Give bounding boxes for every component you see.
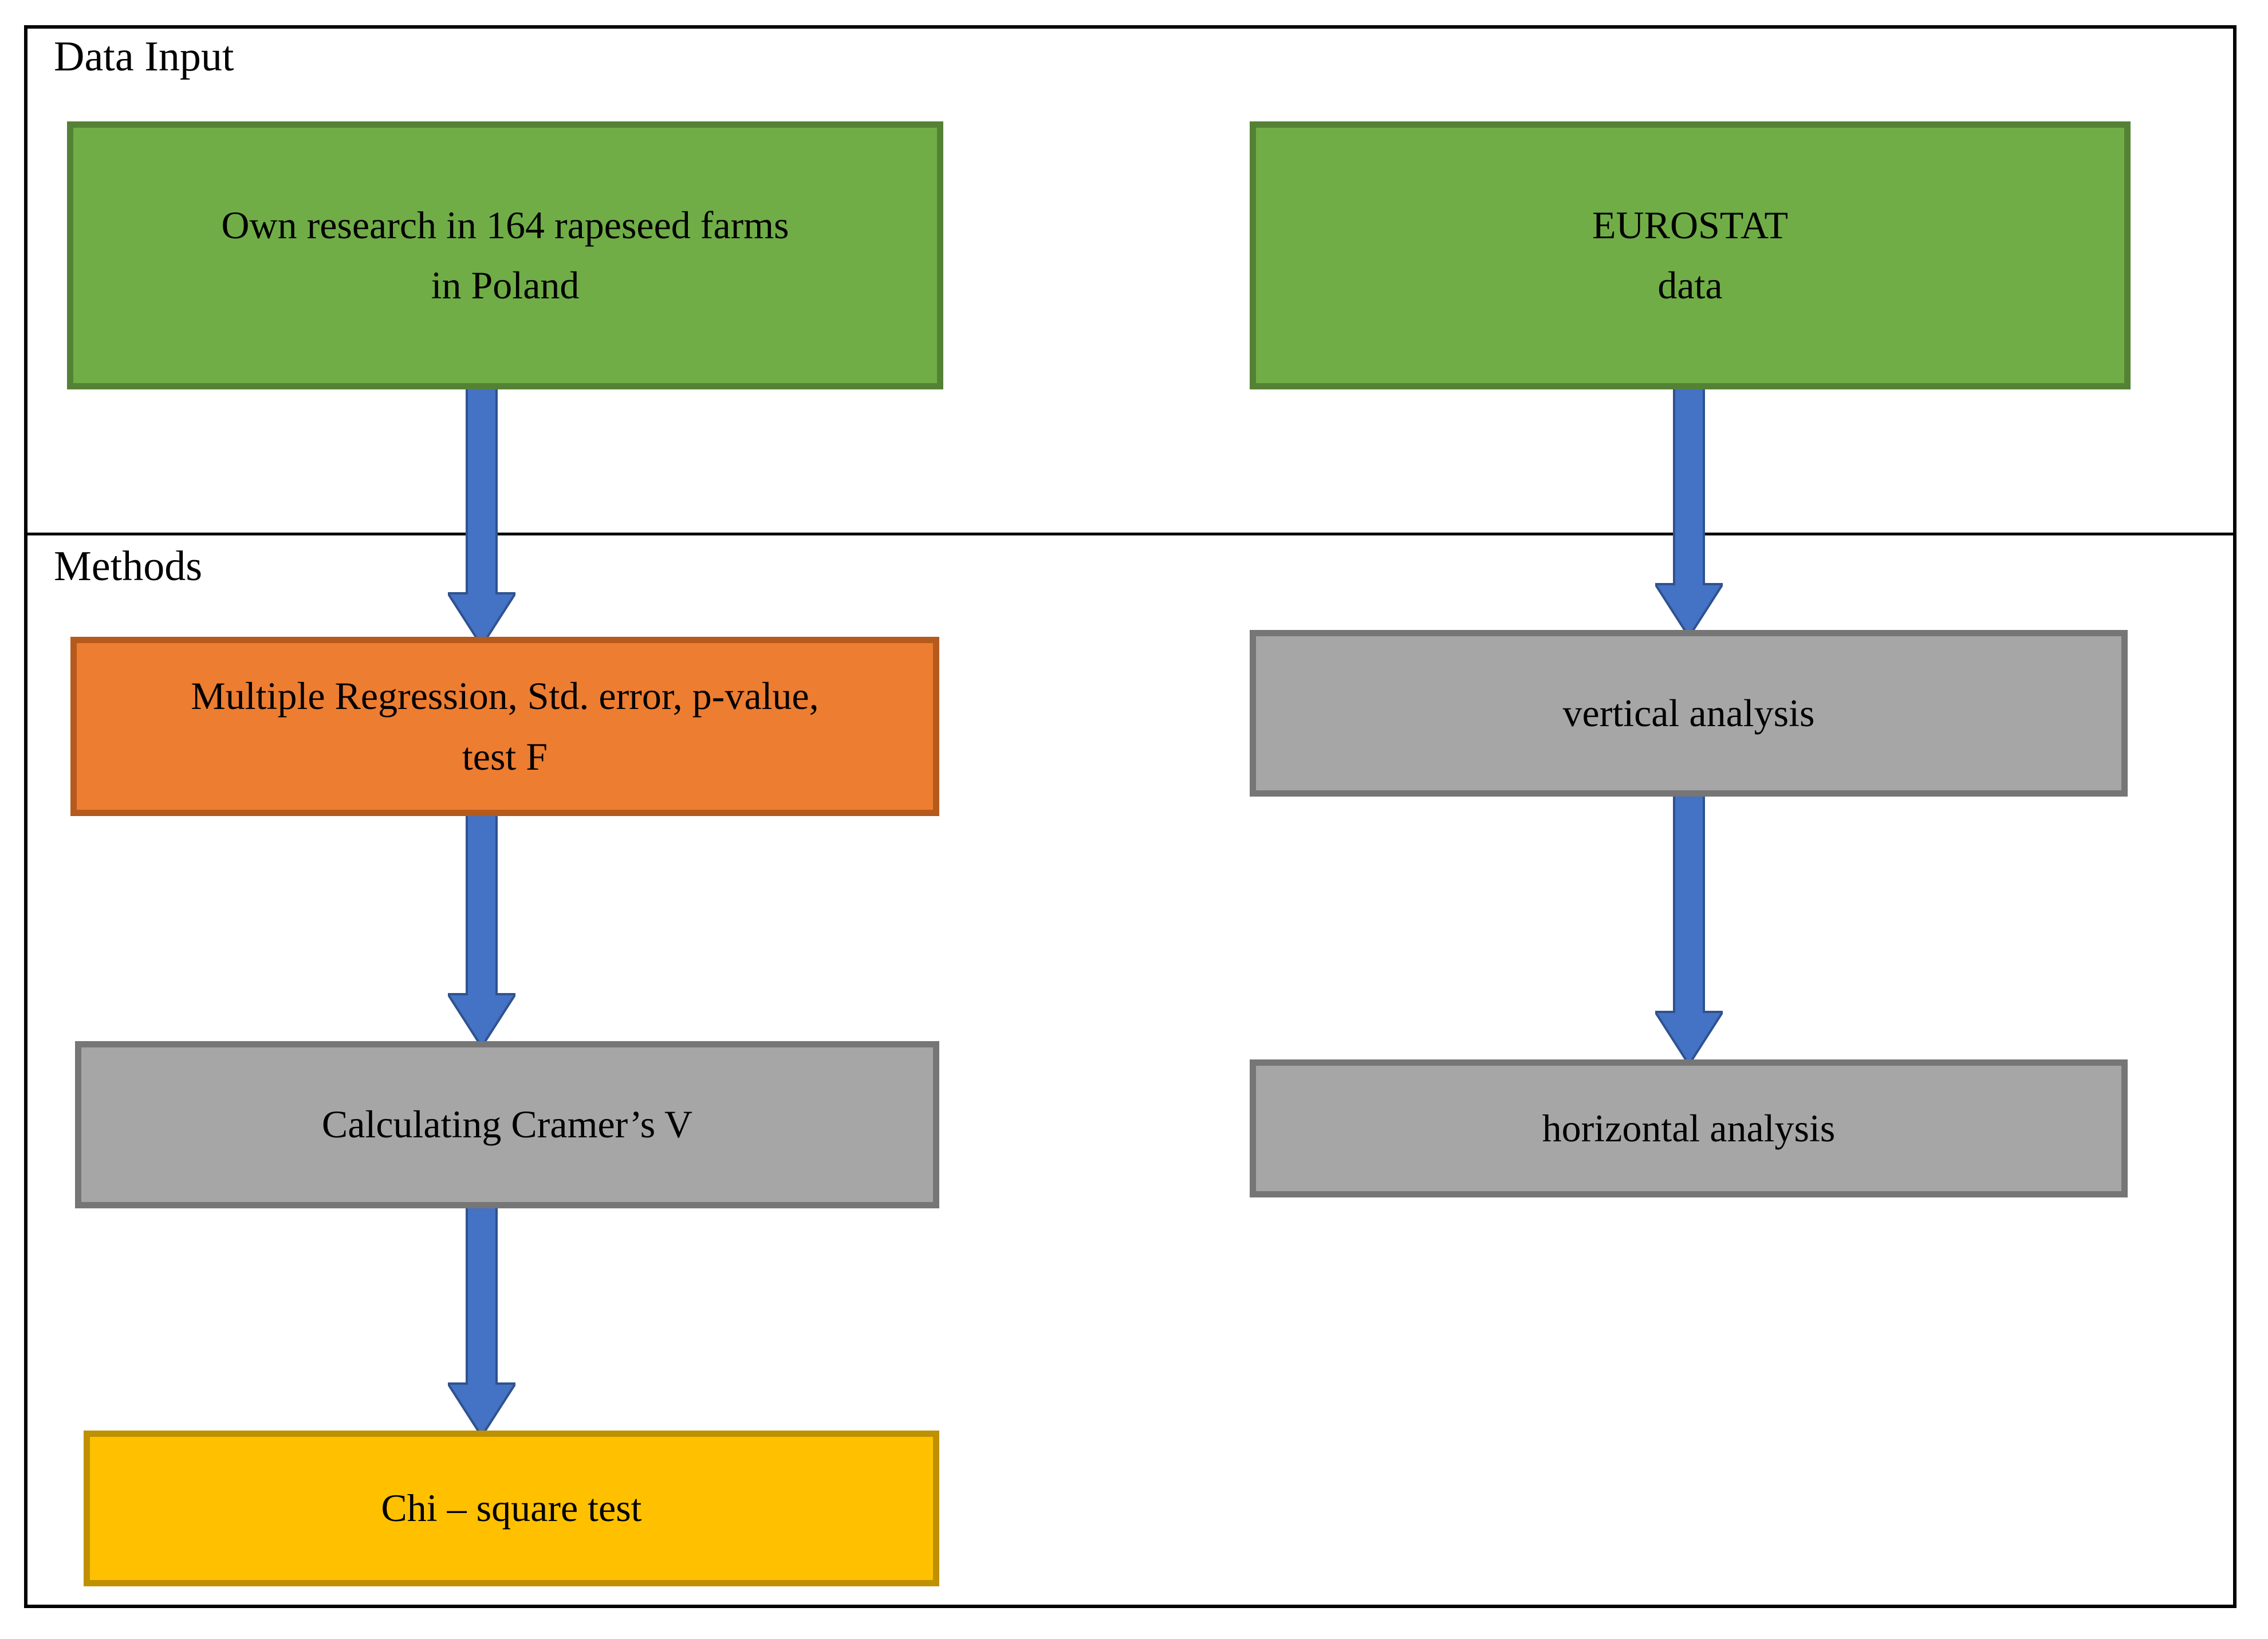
section-label-methods: Methods [54,543,202,590]
node-eurostat-label: EUROSTAT data [1271,195,2109,316]
arrow-down-icon-regression-to-cramers [448,812,515,1047]
node-chi-square-test[interactable]: Chi – square test [84,1431,939,1586]
node-calculating-cramers-v[interactable]: Calculating Cramer’s V [75,1041,939,1208]
node-eurostat[interactable]: EUROSTAT data [1250,121,2131,389]
node-horizontal-analysis[interactable]: horizontal analysis [1250,1059,2128,1197]
node-chi-square-test-label: Chi – square test [381,1486,642,1530]
node-eurostat-line1: EUROSTAT [1592,203,1789,247]
node-vertical-analysis[interactable]: vertical analysis [1250,630,2128,797]
node-multiple-regression-line2: test F [462,734,548,778]
node-own-research[interactable]: Own research in 164 rapeseed farms in Po… [67,121,943,389]
diagram-outer-frame [24,25,2236,1608]
arrow-down-icon-cramers-to-chi-square [448,1204,515,1436]
section-divider-line [24,533,2236,535]
node-multiple-regression-line1: Multiple Regression, Std. error, p-value… [191,674,819,718]
node-multiple-regression[interactable]: Multiple Regression, Std. error, p-value… [70,637,939,816]
arrow-down-icon-own-research-to-regression [448,383,515,646]
node-vertical-analysis-label: vertical analysis [1562,691,1815,735]
arrow-down-icon-vertical-to-horizontal-analysis [1655,792,1723,1065]
node-multiple-regression-label: Multiple Regression, Std. error, p-value… [92,666,918,787]
arrow-down-icon-eurostat-to-vertical-analysis [1655,383,1723,637]
node-own-research-line1: Own research in 164 rapeseed farms [221,203,789,247]
node-own-research-label: Own research in 164 rapeseed farms in Po… [88,195,922,316]
section-label-data-input: Data Input [54,33,234,80]
node-calculating-cramers-v-label: Calculating Cramer’s V [321,1102,693,1146]
node-horizontal-analysis-label: horizontal analysis [1542,1106,1836,1150]
node-own-research-line2: in Poland [431,263,580,307]
node-eurostat-line2: data [1657,263,1723,307]
